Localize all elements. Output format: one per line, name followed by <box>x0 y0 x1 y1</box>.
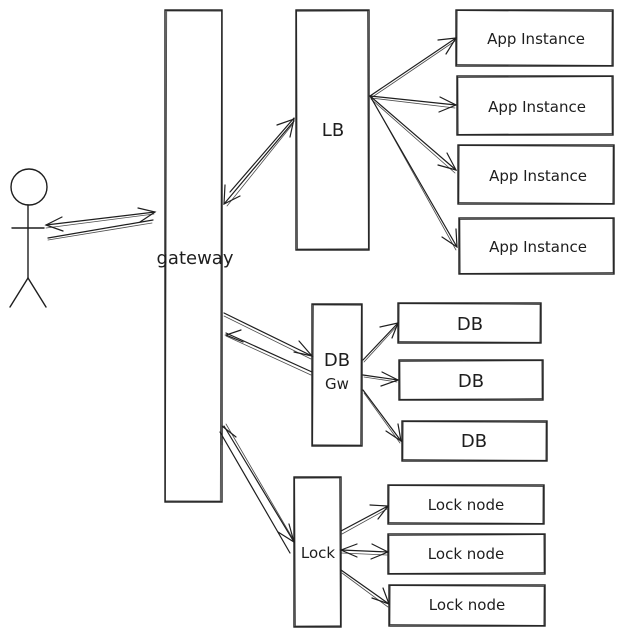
edge-lock-node-2 <box>339 543 390 560</box>
lb-node: LB <box>295 9 370 251</box>
user-stick-figure-icon <box>9 168 48 308</box>
edge-dbgw-db-2 <box>362 371 400 387</box>
edge-lock-node-3 <box>340 569 391 608</box>
edge-lock-node-1 <box>340 504 390 535</box>
edge-user-gateway <box>44 207 157 241</box>
db-gw-label-line2: Gw <box>325 375 349 393</box>
gateway-label: gateway <box>157 248 234 269</box>
db-gw-label-line1: DB <box>324 350 350 371</box>
edge-gateway-lock <box>219 423 295 554</box>
edge-gateway-dbgw <box>223 312 314 376</box>
app-instance-label: App Instance <box>487 30 585 48</box>
edge-lb-app-3 <box>369 95 458 174</box>
lock-node-2: Lock node <box>387 533 546 575</box>
lock-node: Lock <box>293 476 342 628</box>
lock-node-3: Lock node <box>388 584 546 627</box>
app-instance-2: App Instance <box>456 75 614 136</box>
edge-lb-app-1 <box>369 37 458 99</box>
db-node-3: DB <box>401 420 548 462</box>
lock-node-label: Lock node <box>428 496 504 514</box>
app-instance-label: App Instance <box>489 167 587 185</box>
db-gw-node: DB Gw <box>311 303 363 447</box>
edge-lb-app-4 <box>369 95 458 251</box>
db-node-2: DB <box>398 359 544 401</box>
app-instance-4: App Instance <box>458 217 615 275</box>
lock-node-label: Lock node <box>428 545 504 563</box>
app-instance-label: App Instance <box>489 238 587 256</box>
gateway-node: gateway <box>157 9 234 503</box>
edge-dbgw-db-1 <box>362 322 399 363</box>
lock-label: Lock <box>301 544 336 562</box>
edge-gateway-lb <box>223 117 295 207</box>
db-label: DB <box>457 314 483 335</box>
lock-node-1: Lock node <box>387 484 545 525</box>
db-node-1: DB <box>397 302 542 344</box>
app-instance-3: App Instance <box>457 144 615 205</box>
app-instance-1: App Instance <box>455 9 614 67</box>
edge-lb-app-2 <box>369 95 458 113</box>
db-label: DB <box>458 371 484 392</box>
app-instance-label: App Instance <box>488 98 586 116</box>
db-label: DB <box>461 431 487 452</box>
edge-dbgw-db-3 <box>362 389 402 444</box>
lb-label: LB <box>322 120 344 141</box>
lock-node-label: Lock node <box>429 596 505 614</box>
